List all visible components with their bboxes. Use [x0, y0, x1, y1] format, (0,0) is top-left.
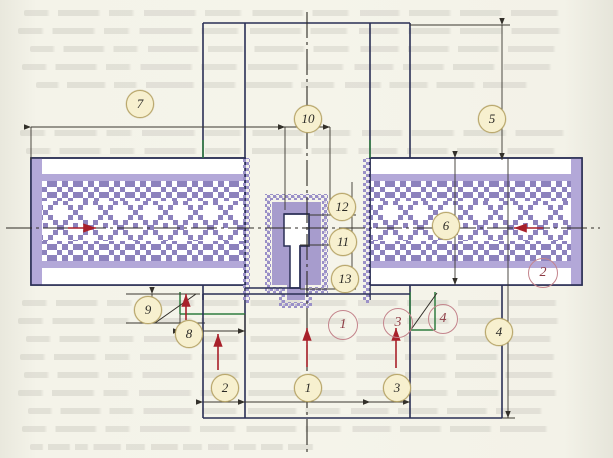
- callout-pink-3[interactable]: 3: [383, 308, 413, 338]
- callout-bottom-2[interactable]: 2: [211, 374, 239, 402]
- left-flange-body: [30, 157, 246, 286]
- callout-5[interactable]: 5: [478, 105, 506, 133]
- dotted-edge-left: [243, 158, 250, 303]
- callout-pink-1[interactable]: 1: [328, 310, 358, 340]
- callout-12[interactable]: 12: [328, 193, 356, 221]
- callout-pink-2[interactable]: 2: [528, 258, 558, 288]
- callout-4[interactable]: 4: [485, 318, 513, 346]
- dotted-edge-right: [363, 158, 370, 303]
- callout-bottom-3[interactable]: 3: [383, 374, 411, 402]
- callout-13[interactable]: 13: [331, 265, 359, 293]
- centerlines: [6, 12, 600, 452]
- red-annotation-arrows: [68, 223, 543, 370]
- callout-6[interactable]: 6: [432, 212, 460, 240]
- callout-pink-4[interactable]: 4: [428, 304, 458, 334]
- dimension-5: [410, 17, 510, 160]
- callout-10[interactable]: 10: [294, 105, 322, 133]
- callout-bottom-1[interactable]: 1: [294, 374, 322, 402]
- lower-body-outline: [202, 285, 503, 419]
- callout-7[interactable]: 7: [126, 90, 154, 118]
- callout-11[interactable]: 11: [329, 228, 357, 256]
- callout-8[interactable]: 8: [175, 320, 203, 348]
- dimension-7: [23, 124, 286, 210]
- callout-9[interactable]: 9: [134, 296, 162, 324]
